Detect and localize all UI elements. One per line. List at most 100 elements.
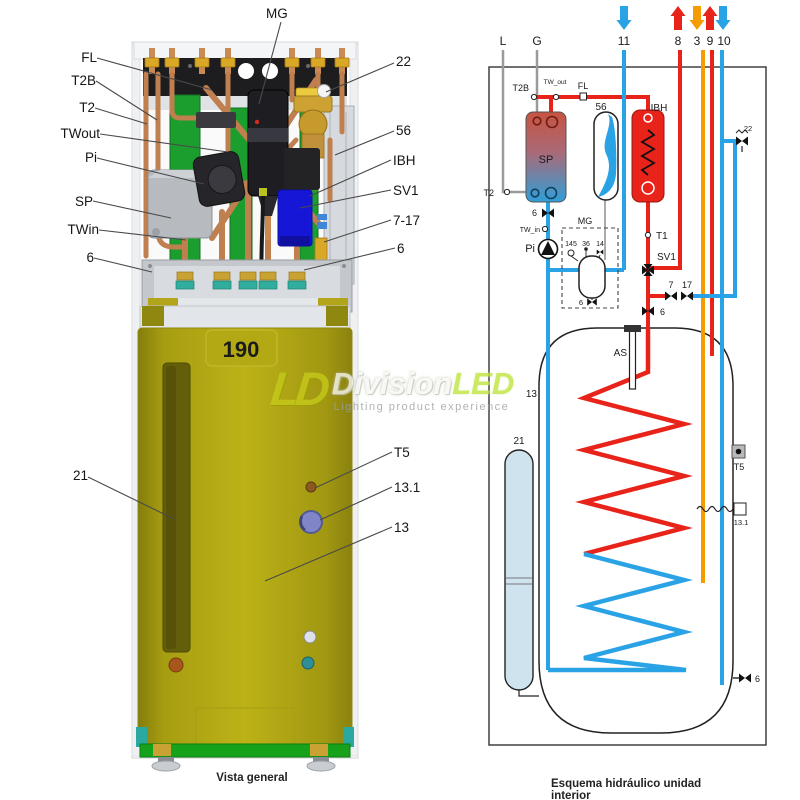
hydraulic-module xyxy=(141,48,355,314)
label-56: 56 xyxy=(595,102,607,113)
port-white xyxy=(303,630,317,644)
schematic-sp xyxy=(525,111,567,203)
schematic-texts: L G 11 8 3 9 10 T2B TW_out FL 56 IBH SP … xyxy=(483,34,760,684)
callout-fl: FL xyxy=(81,50,97,65)
arrow-up-9 xyxy=(702,6,718,30)
label-22: 22 xyxy=(744,124,752,133)
arrow-up-8 xyxy=(670,6,686,30)
label-7: 7 xyxy=(668,280,673,290)
port-22-target xyxy=(317,84,331,98)
label-13-1: 13.1 xyxy=(734,518,749,527)
base-bar xyxy=(139,743,351,758)
refrigerant-lines xyxy=(501,50,539,194)
leader-lines xyxy=(87,21,396,582)
port-teal xyxy=(301,656,315,670)
svg-text:190: 190 xyxy=(223,337,260,362)
callout-7-17: 7-17 xyxy=(393,213,421,228)
tank-190-badge: 190 xyxy=(205,329,278,367)
callout-13-1: 13.1 xyxy=(394,480,421,495)
callout-56: 56 xyxy=(396,123,412,138)
port-label-l: L xyxy=(500,34,507,48)
callout-6-right: 6 xyxy=(397,241,405,256)
label-145: 145 xyxy=(565,241,577,248)
label-t1: T1 xyxy=(656,231,668,242)
label-sp: SP xyxy=(539,154,554,166)
callout-t2b: T2B xyxy=(71,73,96,88)
label-13: 13 xyxy=(526,389,538,400)
label-14: 14 xyxy=(596,241,604,248)
arrow-down-11 xyxy=(616,6,632,30)
callout-t5: T5 xyxy=(394,445,410,460)
label-tw-in: TW_in xyxy=(520,227,540,234)
schematic-mg xyxy=(561,227,619,309)
top-pipe-stubs xyxy=(144,48,350,74)
schematic-56 xyxy=(593,111,619,201)
t5-port xyxy=(305,481,317,493)
tank-top-band xyxy=(139,305,351,331)
label-v6-line: 6 xyxy=(660,307,665,317)
cold-lines xyxy=(546,50,737,685)
callout-sv1: SV1 xyxy=(393,183,419,198)
label-fl: FL xyxy=(578,81,589,91)
label-mg: MG xyxy=(578,216,593,226)
anode-as xyxy=(624,325,641,390)
t5-sensor xyxy=(731,444,746,459)
schematic-sensors xyxy=(503,92,747,516)
callout-sp: SP xyxy=(74,194,93,209)
sv1-box xyxy=(277,182,313,247)
port-copper xyxy=(168,657,184,673)
label-36: 36 xyxy=(582,241,590,248)
arrow-down-3 xyxy=(689,6,705,30)
feet xyxy=(151,757,336,772)
label-v6-sp: 6 xyxy=(532,208,537,218)
callout-6-left: 6 xyxy=(86,250,94,265)
tank-drain-valve xyxy=(733,673,751,683)
label-t2b: T2B xyxy=(512,83,529,93)
label-sv1: SV1 xyxy=(657,252,676,263)
port-label-3: 3 xyxy=(694,34,701,48)
callout-22: 22 xyxy=(396,54,412,69)
arrow-down-10 xyxy=(715,6,731,30)
caption-right: Esquema hidráulico unidad interior xyxy=(551,778,702,800)
port-label-10: 10 xyxy=(717,34,731,48)
ibh-block xyxy=(284,148,320,190)
callout-twin: TWin xyxy=(67,222,100,237)
cable-tip xyxy=(259,188,267,196)
port-label-g: G xyxy=(532,34,541,48)
bracket xyxy=(196,112,236,128)
side-connectors xyxy=(314,214,328,261)
label-as: AS xyxy=(614,348,628,359)
manifold-fittings xyxy=(175,271,307,290)
mg-unit xyxy=(247,89,289,240)
pi-pump xyxy=(192,151,246,207)
thermal-cutout-13-1 xyxy=(696,502,747,516)
callout-t2: T2 xyxy=(79,100,95,115)
cabinet-top-cap xyxy=(133,41,357,60)
label-v6-mg: 6 xyxy=(579,298,583,307)
label-21: 21 xyxy=(513,436,525,447)
callout-13: 13 xyxy=(394,520,410,535)
hot-lines xyxy=(536,50,714,557)
label-ibh: IBH xyxy=(651,103,668,114)
schematic-ibh xyxy=(631,109,665,203)
valve-22 xyxy=(735,129,749,152)
vessel-21 xyxy=(504,449,539,697)
caption-left: Vista general xyxy=(216,772,288,784)
callout-21: 21 xyxy=(72,468,88,483)
port-label-8: 8 xyxy=(675,34,682,48)
schematic-valves xyxy=(537,129,751,683)
callout-mg: MG xyxy=(266,6,288,21)
port-label-9: 9 xyxy=(707,34,714,48)
callout-twout: TWout xyxy=(60,126,100,141)
label-tw-out: TW_out xyxy=(544,79,567,86)
callout-ibh: IBH xyxy=(393,153,416,168)
port-label-11: 11 xyxy=(618,34,631,48)
callout-pi: Pi xyxy=(84,150,97,165)
unit-render: 190 xyxy=(87,21,396,772)
label-v6-tank: 6 xyxy=(755,674,760,684)
port-arrows xyxy=(616,6,731,30)
label-pi: Pi xyxy=(525,243,535,255)
tank-render: 190 xyxy=(136,305,354,772)
